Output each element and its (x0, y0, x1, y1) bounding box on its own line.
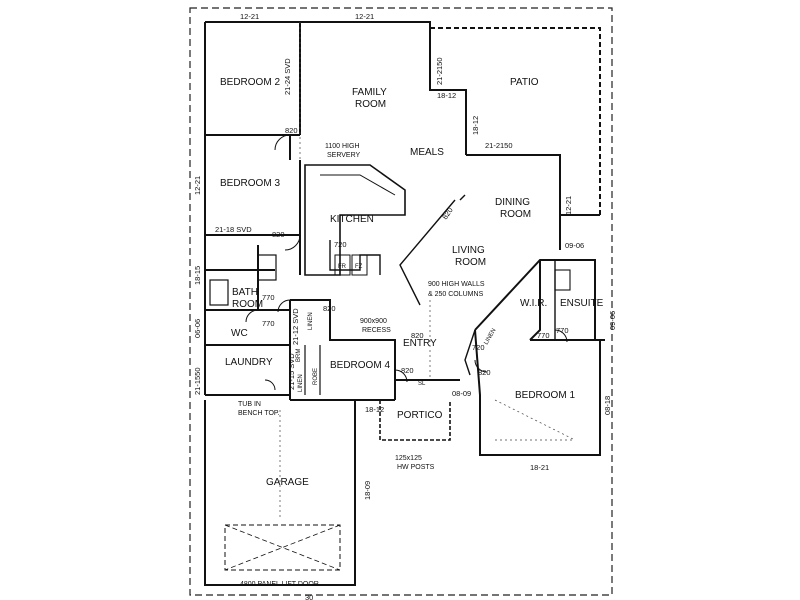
label-bedroom2: BEDROOM 2 (220, 77, 280, 88)
dim-dining-2150: 21-2150 (485, 141, 513, 150)
dim-d770-ens2: 770 (556, 326, 569, 335)
dim-dining-side: 12-21 (564, 196, 573, 215)
label-kitchen: KITCHEN (330, 214, 374, 225)
dim-d820f: 820 (411, 331, 424, 340)
dim-d720-kit: 720 (334, 240, 347, 249)
dim-bed3-side: 12-21 (193, 176, 202, 195)
dim-patio-2150: 21-2150 (435, 57, 444, 85)
dim-d770-ens1: 770 (537, 331, 550, 340)
dim-bed1-bottom: 18-21 (530, 463, 549, 472)
dim-portico-1812: 18-12 (365, 405, 384, 414)
label-family-2: ROOM (355, 99, 386, 110)
note-robe: ROBE (313, 368, 319, 385)
note-sl: SL (418, 381, 426, 387)
dim-bed4-svd1: 21-12 SVD (291, 308, 300, 345)
note-posts-2: HW POSTS (397, 464, 435, 471)
label-ensuite: ENSUITE (560, 298, 604, 309)
dim-bed3-svd: 21-18 SVD (215, 225, 252, 234)
label-bedroom4: BEDROOM 4 (330, 360, 390, 371)
label-living-1: LIVING (452, 245, 485, 256)
label-dining-2: ROOM (500, 209, 531, 220)
label-bath-1: BATH (232, 287, 258, 298)
note-fz: FZ (355, 264, 363, 270)
dim-ensuite-0906: 09-06 (565, 241, 584, 250)
note-fr: FR (338, 264, 347, 270)
plan-notes: 1100 HIGH SERVERY 900 HIGH WALLS & 250 C… (238, 143, 498, 588)
dim-d820-living: 820 (440, 206, 455, 221)
note-recess-2: RECESS (362, 327, 391, 334)
label-bedroom3: BEDROOM 3 (220, 178, 280, 189)
dim-top-left: 12-21 (240, 12, 259, 21)
note-tub-2: BENCH TOP. (238, 410, 280, 417)
note-servery-2: SERVERY (327, 152, 361, 159)
dim-bed1-side: 08-18 (603, 396, 612, 415)
dim-d820c: 820 (323, 304, 336, 313)
label-bath-2: ROOM (232, 299, 263, 310)
room-labels: BEDROOM 2 FAMILY ROOM PATIO MEALS BEDROO… (220, 77, 604, 488)
dim-bed2-svd: 21-24 SVD (283, 58, 292, 95)
label-wir: W.I.R. (520, 298, 547, 309)
label-family-1: FAMILY (352, 87, 387, 98)
dim-wc-side: 06-06 (193, 319, 202, 338)
dim-d820a: 820 (285, 126, 298, 135)
ceiling-lines (279, 22, 576, 520)
label-bedroom1: BEDROOM 1 (515, 390, 575, 401)
note-walls-2: & 250 COLUMNS (428, 291, 484, 298)
dim-bottom-30: 30 (305, 593, 313, 600)
label-meals: MEALS (410, 147, 444, 158)
note-lift-door: 4800 PANEL LIFT DOOR (240, 581, 319, 588)
dim-patio-1812b: 18-12 (471, 116, 480, 135)
note-linen-3: LINEN (484, 328, 498, 346)
note-linen-2: LINEN (298, 374, 304, 392)
label-laundry: LAUNDRY (225, 357, 273, 368)
note-posts-1: 125x125 (395, 455, 422, 462)
note-brm: BRM (296, 349, 302, 362)
dim-top-mid: 12-21 (355, 12, 374, 21)
door-swings (245, 134, 568, 391)
label-entry: ENTRY (403, 338, 437, 349)
note-walls-1: 900 HIGH WALLS (428, 281, 485, 288)
dim-laundry-side: 21-1550 (193, 367, 202, 395)
dim-bed4-svd2: 21-15 SVD (287, 353, 296, 390)
lot-boundary (189, 7, 613, 596)
dim-d820d: 820 (401, 366, 414, 375)
dim-patio-1812: 18-12 (437, 91, 456, 100)
dim-ensuite-side: 09-06 (608, 311, 617, 330)
note-linen-1: LINEN (308, 312, 314, 330)
label-wc: WC (231, 328, 248, 339)
label-portico: PORTICO (397, 410, 443, 421)
note-tub-1: TUB IN (238, 401, 261, 408)
note-recess-1: 900x900 (360, 318, 387, 325)
note-servery-1: 1100 HIGH (325, 143, 360, 150)
label-dining-1: DINING (495, 197, 530, 208)
dim-bath-side: 18-15 (193, 266, 202, 285)
dim-d820b: 820 (272, 230, 285, 239)
dim-d820e: 820 (478, 368, 491, 377)
dim-d720-lin: 720 (472, 343, 485, 352)
dimension-labels: 12-21 12-21 21-24 SVD 21-2150 18-12 18-1… (193, 12, 617, 600)
dim-portico-0809: 08-09 (452, 389, 471, 398)
dim-garage-side: 18-09 (363, 481, 372, 500)
walls (204, 21, 605, 586)
label-patio: PATIO (510, 77, 539, 88)
dim-d770-bath: 770 (262, 293, 275, 302)
label-garage: GARAGE (266, 477, 309, 488)
label-living-2: ROOM (455, 257, 486, 268)
dim-d770-wc: 770 (262, 319, 275, 328)
